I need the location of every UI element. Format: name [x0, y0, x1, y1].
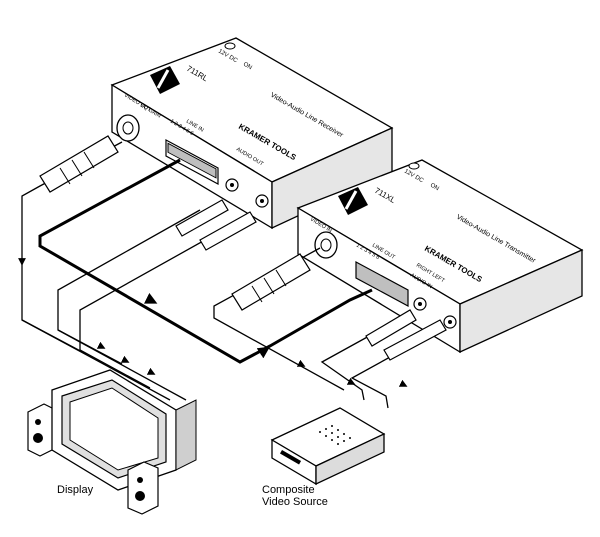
transmitter-line-out-terminal[interactable]: [355, 260, 409, 308]
receiver-bnc-plug: [39, 135, 119, 193]
video-source-device: [270, 407, 386, 486]
receiver-kramer-logo: [150, 66, 180, 94]
rca-plugs: [175, 199, 447, 361]
monitor-icon: [51, 369, 197, 491]
receiver-unit: 711RL 12V DC ON Video-Audio Line Receive…: [110, 37, 394, 230]
receiver-on-label: ON: [242, 62, 253, 72]
receiver-power-jack[interactable]: [224, 42, 236, 50]
receiver-video-out-bnc[interactable]: [116, 114, 140, 142]
transmitter-video-in-bnc[interactable]: [314, 231, 338, 259]
transmitter-bnc-plug: [231, 253, 311, 311]
transmitter-power-jack[interactable]: [408, 162, 420, 170]
transmitter-audio-in-rca[interactable]: [413, 297, 457, 329]
receiver-audio-out-rca[interactable]: [225, 178, 269, 208]
transmitter-unit: 711XL 12V DC ON Video-Audio Line Transmi…: [296, 159, 584, 354]
source-caption-line1: Composite: [262, 484, 315, 496]
transmitter-on-label: ON: [429, 183, 440, 193]
right-speaker-icon: [127, 461, 159, 515]
display-device: [27, 369, 197, 515]
receiver-line-in-terminal[interactable]: [165, 138, 219, 186]
source-caption-line2: Video Source: [262, 496, 328, 508]
transmitter-kramer-logo: [338, 187, 368, 215]
display-caption: Display: [57, 484, 94, 496]
vcr-grille-icon: [319, 425, 351, 445]
